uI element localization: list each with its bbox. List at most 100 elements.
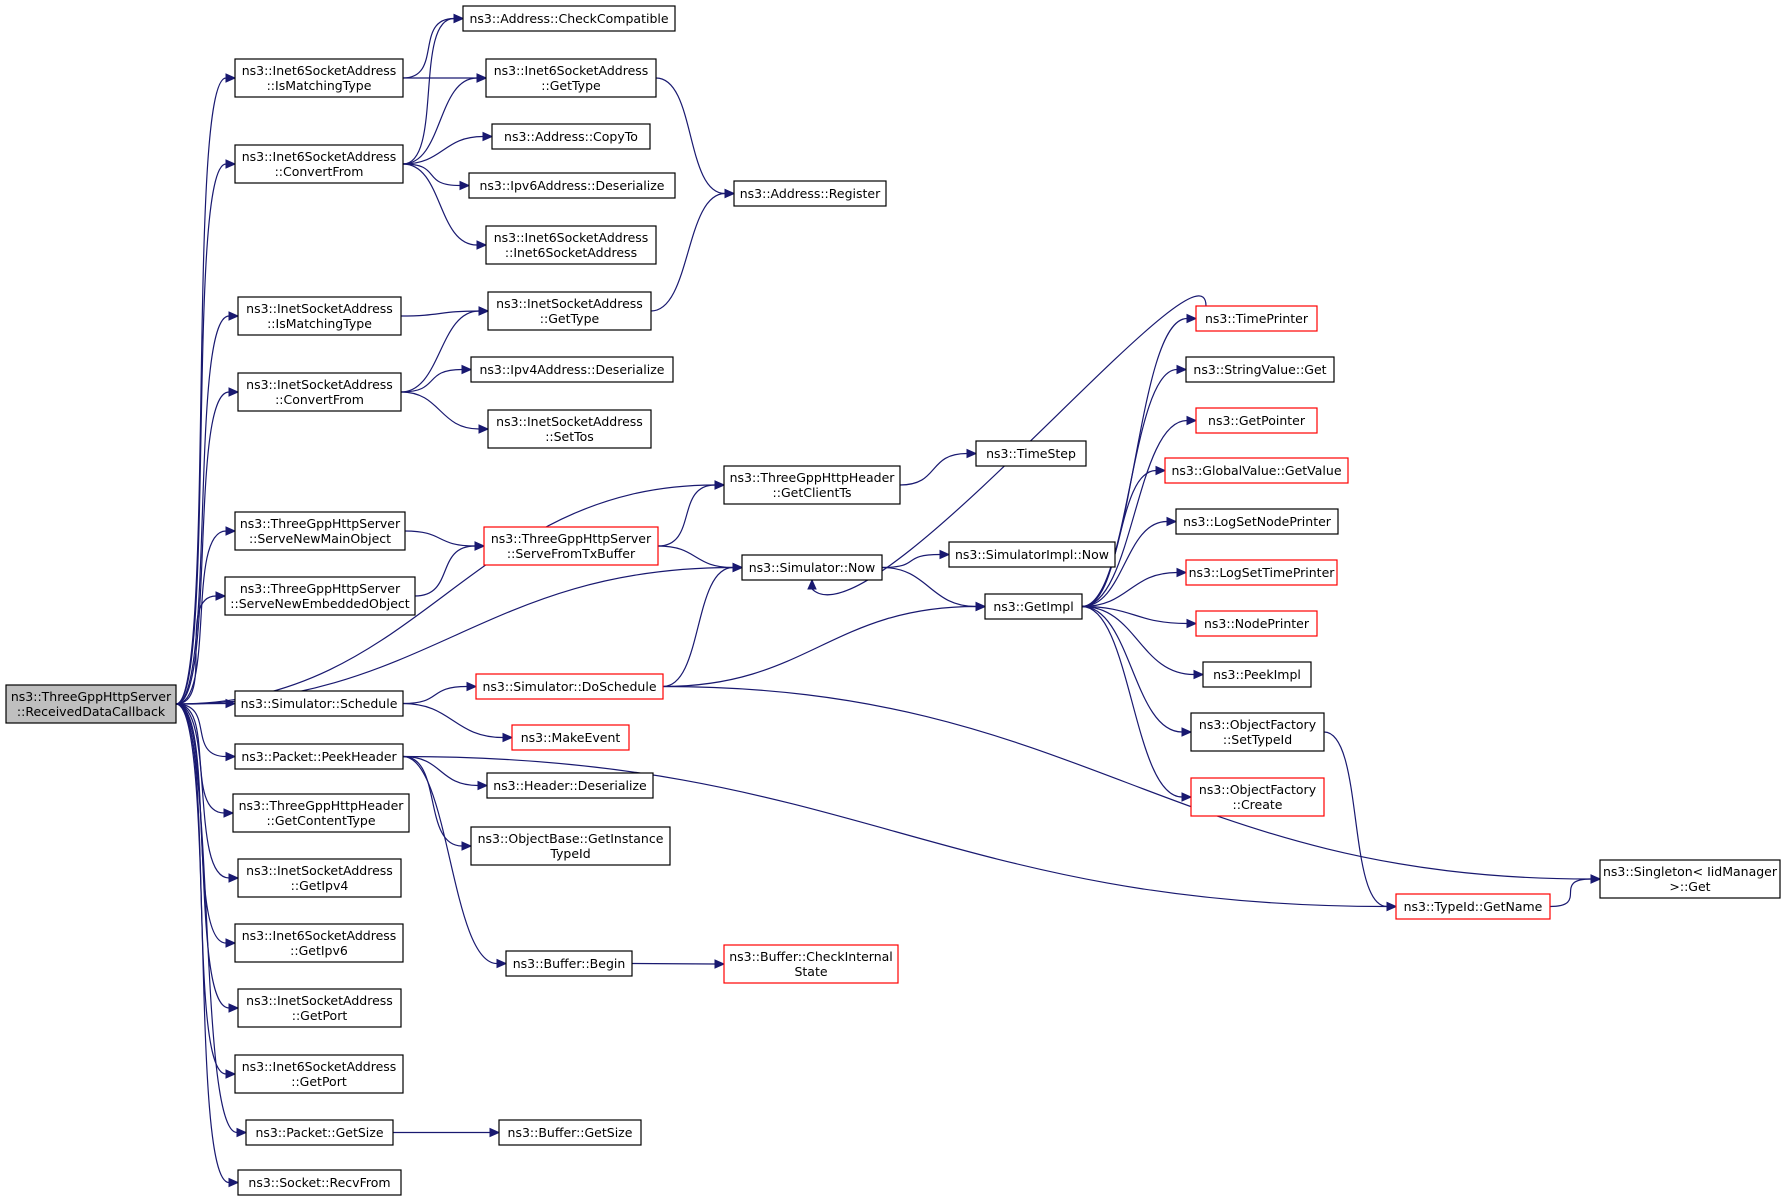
node-box xyxy=(1185,559,1338,586)
node-n33[interactable]: ns3::Simulator::DoSchedule xyxy=(475,673,664,700)
node-n40[interactable]: ns3::Buffer::Begin xyxy=(505,950,633,977)
node-box xyxy=(741,554,883,581)
node-label: ns3::Inet6SocketAddress xyxy=(494,63,649,78)
node-box xyxy=(5,684,177,724)
node-n8[interactable]: ns3::Inet6SocketAddress::Inet6SocketAddr… xyxy=(485,225,657,265)
node-n12[interactable]: ns3::Ipv4Address::Deserialize xyxy=(470,356,674,383)
node-box xyxy=(485,58,657,98)
node-box xyxy=(462,5,676,32)
node-n25[interactable]: ns3::LogSetNodePrinter xyxy=(1175,508,1339,535)
node-box xyxy=(470,356,674,383)
node-label: ns3::InetSocketAddress xyxy=(246,993,393,1008)
edge-n17-n14 xyxy=(657,480,726,547)
node-n15[interactable]: ns3::TimeStep xyxy=(975,440,1087,467)
node-n26[interactable]: ns3::LogSetTimePrinter xyxy=(1185,559,1338,586)
node-box xyxy=(1185,356,1335,383)
node-box xyxy=(491,123,651,150)
edge-root-n32 xyxy=(175,698,237,709)
node-box xyxy=(1164,457,1349,484)
node-n7[interactable]: ns3::Ipv6Address::Deserialize xyxy=(468,172,676,199)
edge-n35-n40 xyxy=(402,755,508,969)
node-n14[interactable]: ns3::ThreeGppHttpHeader::GetClientTs xyxy=(723,465,901,505)
node-box xyxy=(511,724,630,751)
edge-n29-n39 xyxy=(1323,731,1398,912)
node-n11[interactable]: ns3::InetSocketAddress::ConvertFrom xyxy=(237,372,402,412)
node-n1[interactable]: ns3::Inet6SocketAddress::IsMatchingType xyxy=(234,58,404,98)
node-root[interactable]: ns3::ThreeGppHttpServer::ReceivedDataCal… xyxy=(5,684,177,724)
node-label: ns3::Ipv4Address::Deserialize xyxy=(480,362,665,377)
node-n39[interactable]: ns3::TypeId::GetName xyxy=(1395,893,1551,920)
node-n5[interactable]: ns3::Inet6SocketAddress::ConvertFrom xyxy=(234,144,404,184)
node-box xyxy=(237,988,402,1028)
node-n16[interactable]: ns3::ThreeGppHttpServer::ServeNewMainObj… xyxy=(234,511,406,551)
node-n17[interactable]: ns3::ThreeGppHttpServer::ServeFromTxBuff… xyxy=(483,526,659,566)
node-n35[interactable]: ns3::Packet::PeekHeader xyxy=(234,743,404,770)
node-n31[interactable]: ns3::ThreeGppHttpServer::ServeNewEmbedde… xyxy=(224,576,416,616)
edge-n21-n18 xyxy=(807,295,1207,596)
node-label: ns3::Singleton< IidManager xyxy=(1603,864,1778,879)
node-n47[interactable]: ns3::Packet::GetSize xyxy=(245,1119,394,1146)
node-n6[interactable]: ns3::Address::CopyTo xyxy=(491,123,651,150)
node-n48[interactable]: ns3::Buffer::GetSize xyxy=(498,1119,642,1146)
edge-n20-n28 xyxy=(1081,605,1205,680)
node-n10[interactable]: ns3::InetSocketAddress::GetType xyxy=(487,291,652,331)
node-label: >::Get xyxy=(1669,879,1710,894)
node-n23[interactable]: ns3::GetPointer xyxy=(1195,407,1318,434)
node-n46[interactable]: ns3::Inet6SocketAddress::GetPort xyxy=(234,1054,404,1094)
node-label: ::SetTos xyxy=(545,429,594,444)
node-n45[interactable]: ns3::InetSocketAddress::GetPort xyxy=(237,988,402,1028)
node-n42[interactable]: ns3::ThreeGppHttpHeader::GetContentType xyxy=(232,793,410,833)
edge-root-n5 xyxy=(175,159,237,705)
edge-n47-n48 xyxy=(393,1127,501,1138)
node-label: ns3::GlobalValue::GetValue xyxy=(1171,463,1341,478)
node-label: ns3::ThreeGppHttpHeader xyxy=(730,470,896,485)
edge-n39-n38 xyxy=(1549,874,1602,908)
node-n30[interactable]: ns3::ObjectFactory::Create xyxy=(1190,777,1325,817)
node-n9[interactable]: ns3::InetSocketAddress::IsMatchingType xyxy=(237,296,402,336)
node-n32[interactable]: ns3::Simulator::Schedule xyxy=(234,690,404,717)
node-n34[interactable]: ns3::MakeEvent xyxy=(511,724,630,751)
node-box xyxy=(470,826,671,866)
node-label: ns3::NodePrinter xyxy=(1204,616,1310,631)
node-label: ns3::Inet6SocketAddress xyxy=(242,928,397,943)
node-n22[interactable]: ns3::StringValue::Get xyxy=(1185,356,1335,383)
node-box xyxy=(475,673,664,700)
node-n29[interactable]: ns3::ObjectFactory::SetTypeId xyxy=(1190,712,1325,752)
node-label: ns3::PeekImpl xyxy=(1213,667,1301,682)
node-n24[interactable]: ns3::GlobalValue::GetValue xyxy=(1164,457,1349,484)
node-n2[interactable]: ns3::Address::CheckCompatible xyxy=(462,5,676,32)
node-n3[interactable]: ns3::Inet6SocketAddress::GetType xyxy=(485,58,657,98)
edges-layer xyxy=(175,13,1602,1188)
node-label: ns3::Simulator::Now xyxy=(749,560,876,575)
node-n21[interactable]: ns3::TimePrinter xyxy=(1195,305,1318,332)
node-label: State xyxy=(794,964,827,979)
node-box xyxy=(245,1119,394,1146)
node-n49[interactable]: ns3::Socket::RecvFrom xyxy=(237,1169,402,1196)
node-box xyxy=(1195,407,1318,434)
node-label: ns3::Buffer::CheckInternal xyxy=(729,949,893,964)
node-box xyxy=(234,144,404,184)
node-label: ns3::Socket::RecvFrom xyxy=(248,1175,390,1190)
node-n28[interactable]: ns3::PeekImpl xyxy=(1202,661,1312,688)
node-n36[interactable]: ns3::Header::Deserialize xyxy=(486,772,654,799)
node-n43[interactable]: ns3::InetSocketAddress::GetIpv4 xyxy=(237,858,402,898)
node-box xyxy=(733,180,887,207)
node-n27[interactable]: ns3::NodePrinter xyxy=(1195,610,1318,637)
node-n18[interactable]: ns3::Simulator::Now xyxy=(741,554,883,581)
node-n38[interactable]: ns3::Singleton< IidManager >::Get xyxy=(1599,859,1781,899)
node-box xyxy=(468,172,676,199)
node-n4[interactable]: ns3::Address::Register xyxy=(733,180,887,207)
node-label: ns3::ThreeGppHttpServer xyxy=(11,689,172,704)
edge-n18-n20 xyxy=(881,566,987,612)
node-n20[interactable]: ns3::GetImpl xyxy=(984,593,1083,620)
node-label: ::GetPort xyxy=(292,1008,348,1023)
node-n19[interactable]: ns3::SimulatorImpl::Now xyxy=(948,541,1116,568)
node-n13[interactable]: ns3::InetSocketAddress::SetTos xyxy=(487,409,652,449)
node-box xyxy=(234,690,404,717)
node-box xyxy=(234,923,404,963)
node-n44[interactable]: ns3::Inet6SocketAddress::GetIpv6 xyxy=(234,923,404,963)
node-label: ::GetIpv4 xyxy=(291,878,349,893)
